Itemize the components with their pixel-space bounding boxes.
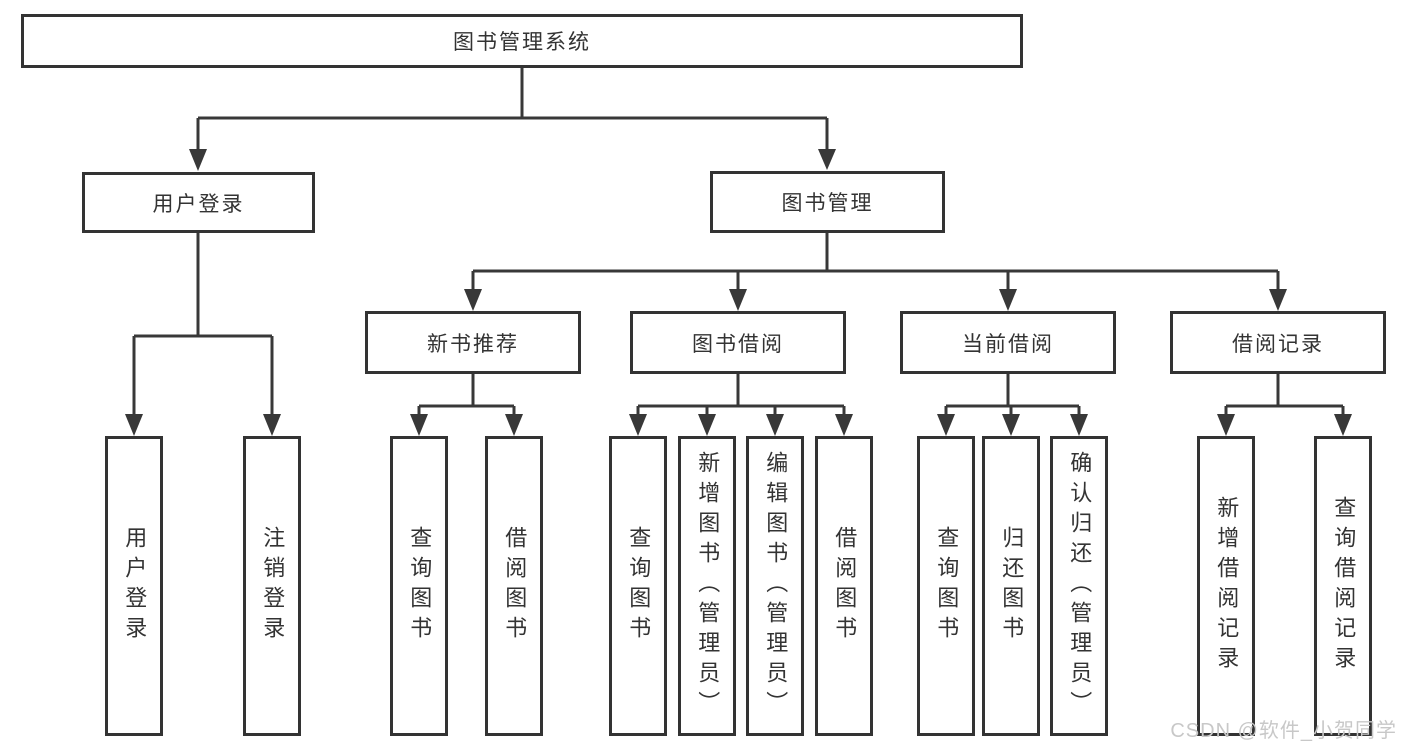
leaf-borrow-books-1: 借阅图书 — [485, 436, 543, 736]
node-book-borrowing: 图书借阅 — [630, 311, 846, 374]
leaf-label: 借阅图书 — [502, 526, 528, 646]
leaf-label: 编辑图书（管理员） — [763, 451, 789, 721]
node-root: 图书管理系统 — [21, 14, 1023, 68]
leaf-label: 查询图书 — [934, 526, 960, 646]
leaf-edit-books-admin: 编辑图书（管理员） — [746, 436, 804, 736]
leaf-label: 查询图书 — [626, 526, 652, 646]
leaf-query-borrow-record: 查询借阅记录 — [1314, 436, 1372, 736]
node-current-borrowing: 当前借阅 — [900, 311, 1116, 374]
watermark: CSDN @软件_小贺同学 — [1170, 720, 1397, 742]
leaf-label: 用户登录 — [122, 526, 148, 646]
leaf-user-login: 用户登录 — [105, 436, 163, 736]
leaf-label: 新增借阅记录 — [1214, 496, 1240, 676]
leaf-query-books-1: 查询图书 — [390, 436, 448, 736]
leaf-query-books-2: 查询图书 — [609, 436, 667, 736]
leaf-label: 归还图书 — [999, 526, 1025, 646]
leaf-label: 查询图书 — [407, 526, 433, 646]
node-book-management: 图书管理 — [710, 171, 945, 233]
node-user-login: 用户登录 — [82, 172, 315, 233]
leaf-add-borrow-record: 新增借阅记录 — [1197, 436, 1255, 736]
leaf-label: 确认归还（管理员） — [1067, 451, 1093, 721]
leaf-logout: 注销登录 — [243, 436, 301, 736]
leaf-confirm-return-admin: 确认归还（管理员） — [1050, 436, 1108, 736]
leaf-label: 借阅图书 — [832, 526, 858, 646]
leaf-label: 新增图书（管理员） — [695, 451, 721, 721]
leaf-query-books-3: 查询图书 — [917, 436, 975, 736]
leaf-label: 查询借阅记录 — [1331, 496, 1357, 676]
leaf-label: 注销登录 — [260, 526, 286, 646]
node-new-book-recommendation: 新书推荐 — [365, 311, 581, 374]
leaf-return-books: 归还图书 — [982, 436, 1040, 736]
leaf-borrow-books-2: 借阅图书 — [815, 436, 873, 736]
leaf-add-books-admin: 新增图书（管理员） — [678, 436, 736, 736]
node-borrowing-records: 借阅记录 — [1170, 311, 1386, 374]
